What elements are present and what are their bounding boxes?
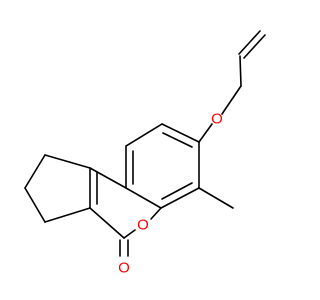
bond-aryl-c5a-c6 [160,187,200,209]
bond-c3-c3a [44,207,91,223]
bond-aryl-c8-c9 [125,123,163,147]
bond-vinyl-terminal-double-b [243,34,266,59]
bond-aryl-c9a-c5a [125,187,162,209]
bond-c5a-ring-oxygen [150,207,162,220]
carbonyl-oxygen-label: O [118,260,130,277]
canvas-background [0,0,300,300]
bond-ring-oxygen-carbonyl-carbon [123,229,136,239]
bond-vinyl-terminal-double-a [238,30,261,55]
bond-c9b-c9a [89,167,127,189]
bond-aryl-c5a-c6-inner [161,182,193,200]
bond-aryl-c7-c8 [161,123,200,143]
bond-carbonyl-carbon-c3a [89,207,125,239]
bond-c1-c2 [24,154,46,189]
ether-oxygen-label: O [211,111,223,128]
bond-ether-oxygen-aryl [198,123,213,143]
ring-oxygen-label: O [137,217,149,234]
bond-aryl-c7-c8-inner [162,132,193,148]
bond-vinyl-allyl [239,55,242,87]
bond-c9b-c1 [44,154,91,169]
bond-c2-c3 [24,187,46,223]
bond-methyl [198,187,234,209]
molecule-structure: O O O [0,0,300,300]
bond-allyl-ch2-oxygen [221,85,242,115]
